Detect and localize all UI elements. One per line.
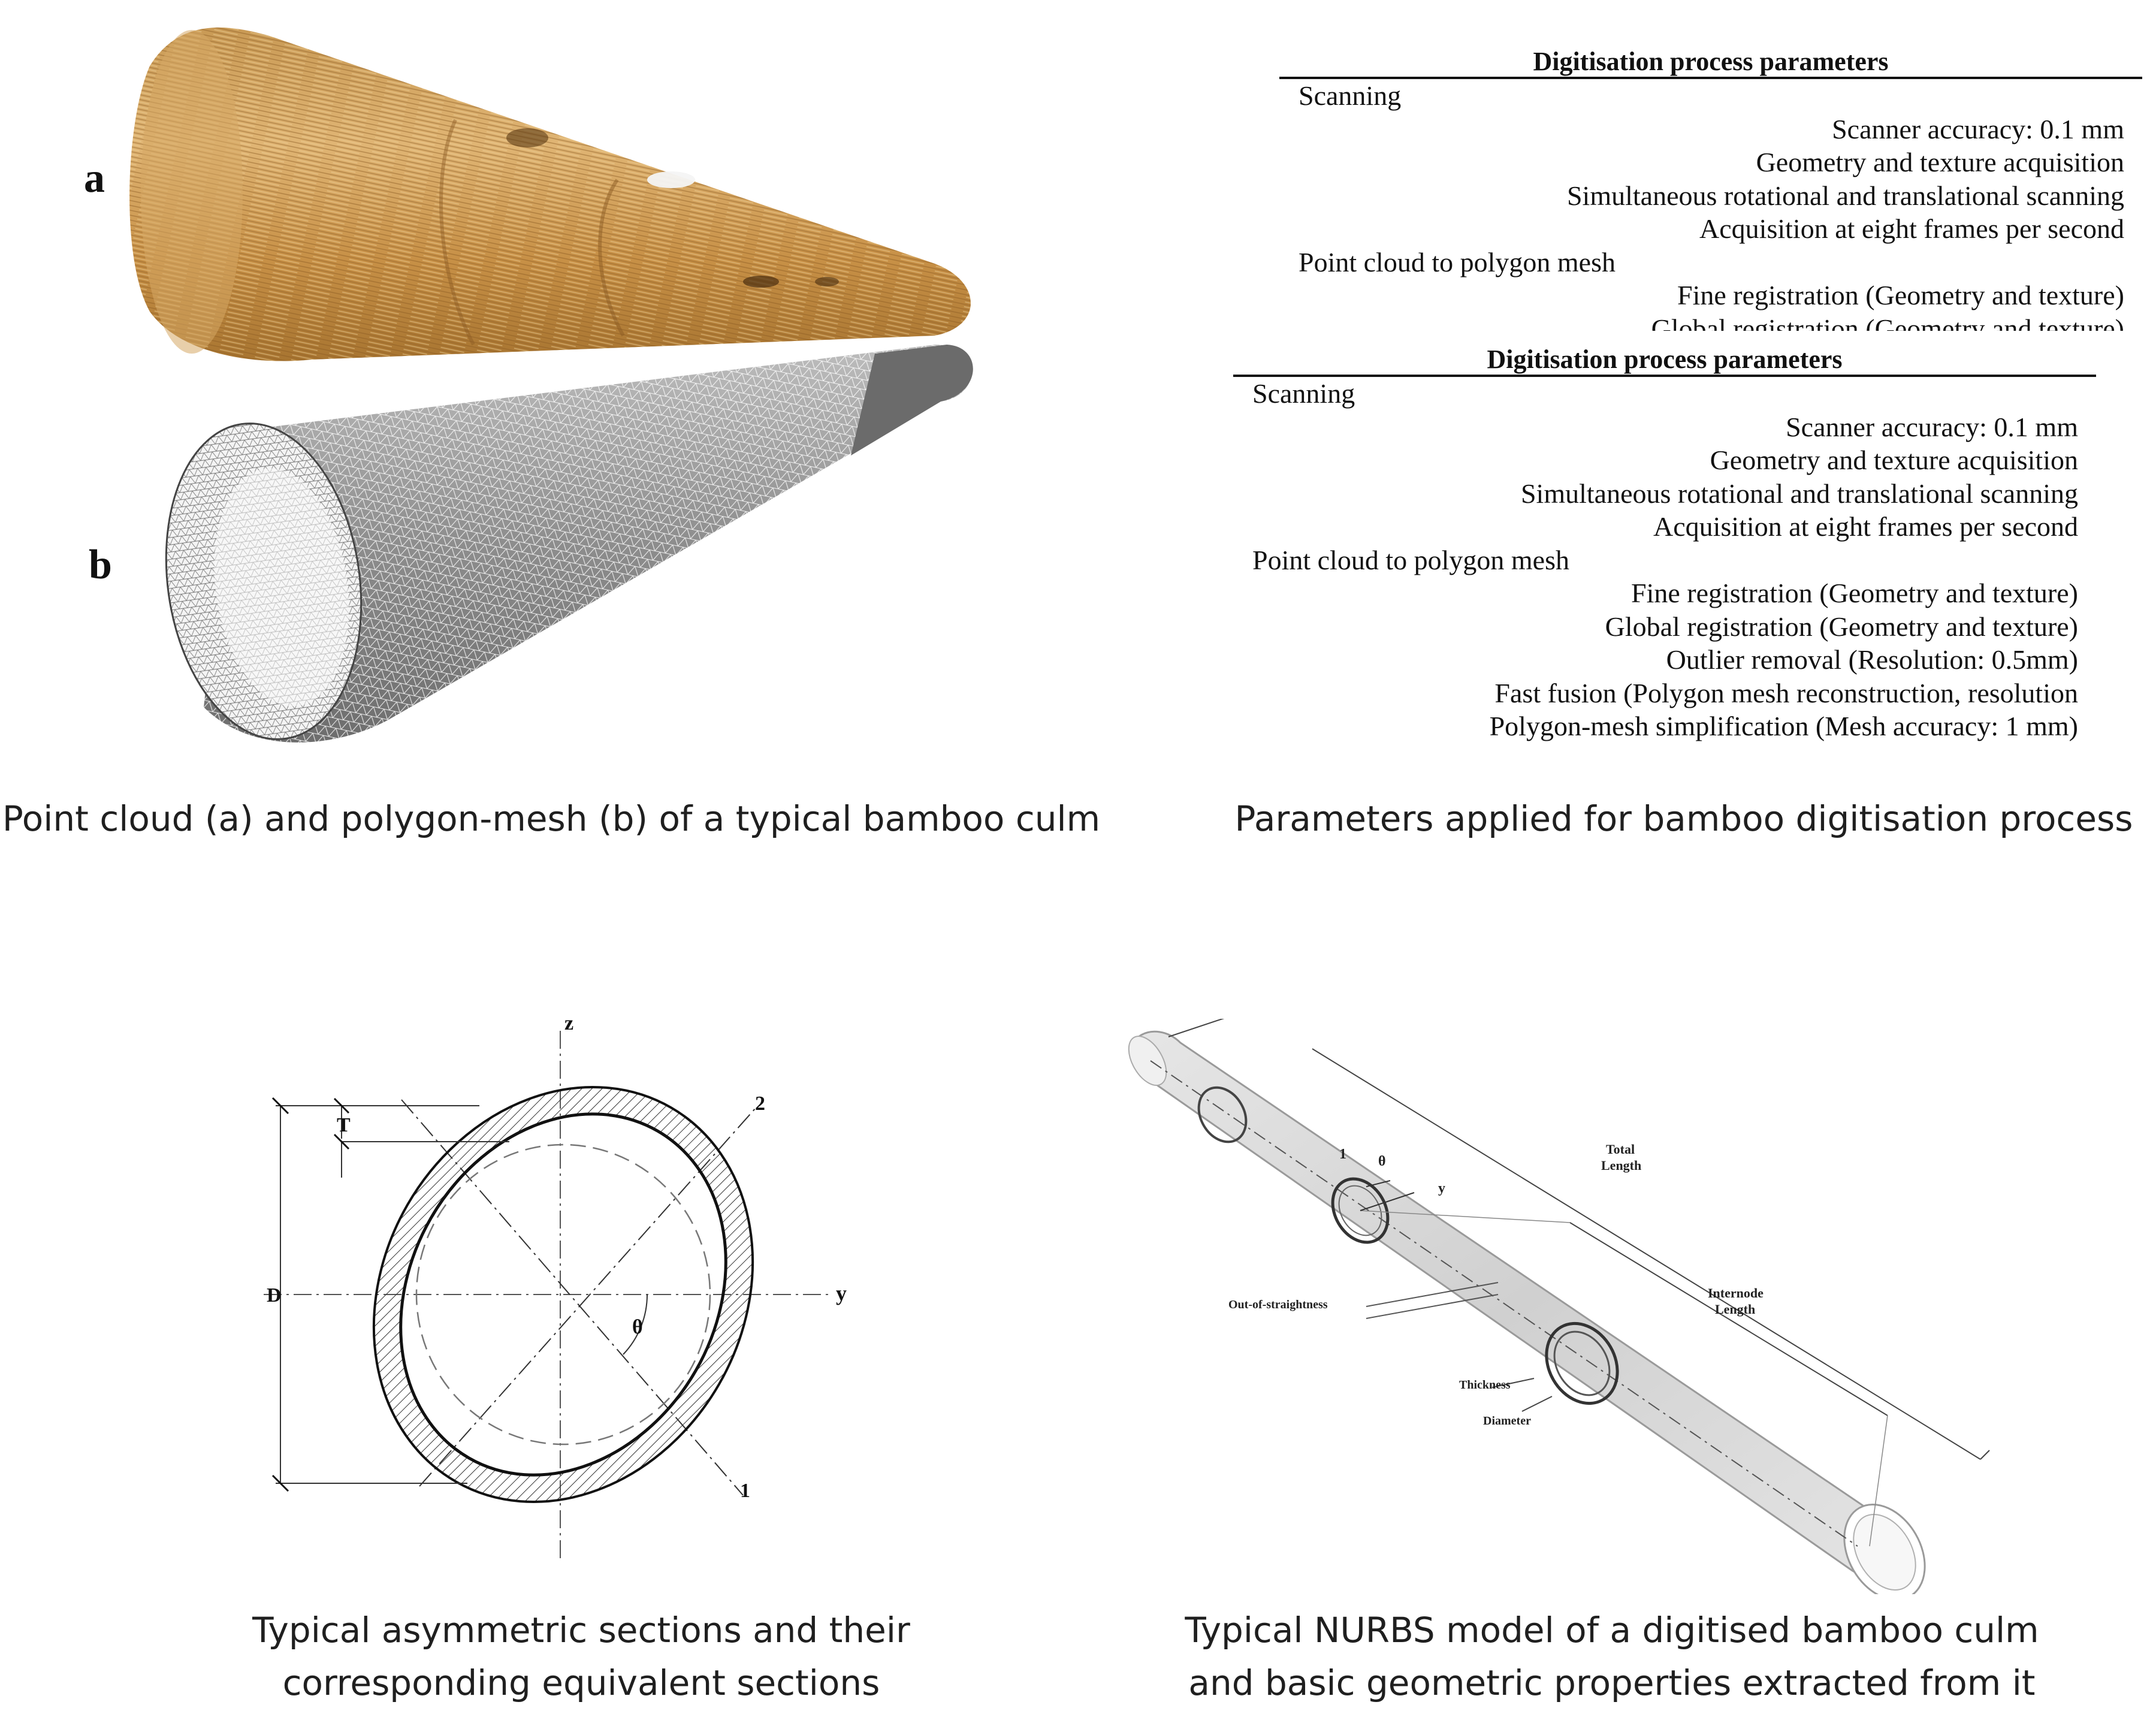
label-b: b: [89, 542, 112, 588]
caption-params: Parameters applied for bamboo digitisati…: [1234, 798, 2133, 839]
label-y: y: [1438, 1181, 1445, 1196]
caption-nurbs-line2: and basic geometric properties extracted…: [1188, 1662, 2036, 1703]
caption-sections-line1: Typical asymmetric sections and their: [252, 1610, 910, 1650]
params-table-top: Digitisation process parameters Scanning…: [1279, 47, 2142, 331]
section-diagram: z y T D θ 1 2: [228, 995, 923, 1582]
panel-nurbs-model: Total Length Internode Length Out-of-str…: [1115, 982, 2049, 1601]
label-theta: θ: [1378, 1154, 1386, 1169]
label-z: z: [564, 1012, 573, 1034]
bamboo-culm-figure: a b: [84, 27, 973, 743]
panel-point-cloud-mesh: a b: [0, 0, 1139, 779]
param-item: Polygon-mesh simplification (Mesh accura…: [1489, 711, 2078, 741]
label-axis-1: 1: [740, 1480, 750, 1502]
section-label: Scanning: [1299, 80, 1402, 111]
label-y: y: [836, 1281, 847, 1305]
label-theta: θ: [632, 1316, 643, 1338]
param-item: Geometry and texture acquisition: [1756, 147, 2124, 177]
label-internode-length-2: Length: [1715, 1302, 1755, 1317]
caption-sections-line2: corresponding equivalent sections: [282, 1662, 880, 1703]
label-total-length-2: Length: [1601, 1158, 1641, 1173]
param-item: Simultaneous rotational and translationa…: [1520, 478, 2078, 509]
params-table-bottom: Digitisation process parameters Scanning…: [1233, 345, 2096, 752]
polygon-mesh-culm: [165, 345, 973, 743]
param-item: Simultaneous rotational and translationa…: [1566, 180, 2124, 211]
param-item: Acquisition at eight frames per second: [1653, 511, 2078, 542]
param-item: Fine registration (Geometry and texture): [1677, 280, 2124, 310]
caption-sections: Typical asymmetric sections and their co…: [174, 1604, 989, 1709]
param-item: Scanner accuracy: 0.1 mm: [1832, 113, 2124, 144]
label-D: D: [267, 1284, 282, 1306]
section-label: Scanning: [1252, 378, 1355, 409]
label-T: T: [337, 1114, 351, 1136]
section-label: Point cloud to polygon mesh: [1299, 246, 1616, 277]
param-item: Fast fusion (Polygon mesh reconstruction…: [1494, 677, 2078, 708]
param-item: Scanner accuracy: 0.1 mm: [1786, 411, 2078, 442]
label-diameter: Diameter: [1483, 1414, 1531, 1428]
section-label: Point cloud to polygon mesh: [1252, 544, 1569, 575]
param-item: Outlier removal (Resolution: 0.5mm): [1666, 644, 2078, 675]
param-item: Global registration (Geometry and textur…: [1605, 611, 2078, 642]
caption-point-cloud: Point cloud (a) and polygon-mesh (b) of …: [2, 798, 1101, 839]
param-item: Global registration (Geometry and textur…: [1651, 313, 2124, 331]
point-cloud-culm: [129, 27, 971, 361]
label-total-length: Total: [1606, 1142, 1635, 1157]
label-thickness: Thickness: [1459, 1378, 1511, 1392]
label-a: a: [84, 155, 105, 201]
label-out-of-straightness: Out-of-straightness: [1228, 1298, 1328, 1311]
params-table-title: Digitisation process parameters: [1233, 345, 2096, 377]
label-internode-length: Internode: [1708, 1286, 1764, 1300]
caption-nurbs-line1: Typical NURBS model of a digitised bambo…: [1185, 1610, 2039, 1650]
param-item: Geometry and texture acquisition: [1710, 445, 2078, 475]
caption-nurbs: Typical NURBS model of a digitised bambo…: [1127, 1604, 2097, 1709]
label-axis-2: 2: [755, 1093, 765, 1115]
label-axis-1: 1: [1339, 1146, 1346, 1162]
param-item: Fine registration (Geometry and texture): [1631, 578, 2078, 608]
param-item: Acquisition at eight frames per second: [1699, 213, 2124, 244]
params-table-title: Digitisation process parameters: [1279, 47, 2142, 79]
nurbs-diagram: Total Length Internode Length Out-of-str…: [1128, 982, 1990, 1601]
panel-asymmetric-section: z y T D θ 1 2: [228, 995, 923, 1582]
